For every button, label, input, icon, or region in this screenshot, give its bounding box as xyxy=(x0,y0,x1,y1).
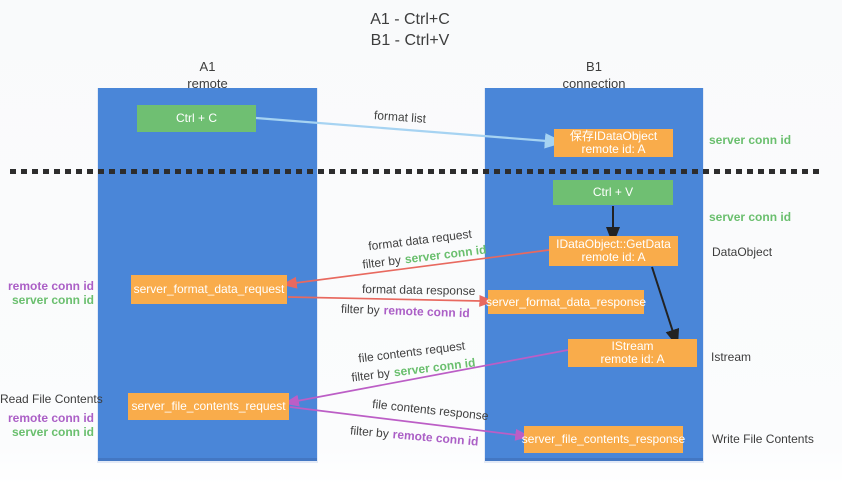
node-format-request-label: server_format_data_request xyxy=(133,282,285,296)
node-istream: IStream remote id: A xyxy=(568,339,697,367)
filter-by-text: filter by xyxy=(340,301,380,318)
lane-header-b1: B1 connection xyxy=(485,59,703,92)
lane-a1-role: remote xyxy=(187,75,228,91)
side-remote-conn-id-1: remote conn id xyxy=(7,279,94,293)
node-ctrl-c: Ctrl + C xyxy=(137,105,256,132)
dotted-separator-line xyxy=(10,169,824,174)
side-server-conn-id-top: server conn id xyxy=(709,133,792,147)
node-server-format-data-request: server_format_data_request xyxy=(131,275,287,304)
node-server-format-data-response: server_format_data_response xyxy=(485,290,647,314)
node-save-idataobject-line2: remote id: A xyxy=(581,142,646,156)
node-getdata-line2: remote id: A xyxy=(581,250,646,264)
title-line-1: A1 - Ctrl+C xyxy=(370,11,450,28)
side-dataobject: DataObject xyxy=(712,245,773,259)
side-read-file-contents: Read File Contents xyxy=(0,392,103,406)
lane-a1-name: A1 xyxy=(199,59,216,74)
label-format-data-response: format data response xyxy=(361,282,476,298)
side-server-conn-id-2: server conn id xyxy=(11,425,94,439)
side-write-file-contents: Write File Contents xyxy=(712,432,814,446)
node-ctrl-v: Ctrl + V xyxy=(553,180,673,205)
side-server-conn-id-mid: server conn id xyxy=(709,210,792,224)
node-ctrl-v-label: Ctrl + V xyxy=(592,185,634,199)
diagram-title: A1 - Ctrl+C B1 - Ctrl+V xyxy=(0,9,820,51)
node-save-idataobject: 保存IDataObject remote id: A xyxy=(554,129,673,157)
node-server-file-contents-request: server_file_contents_request xyxy=(128,393,289,420)
side-remote-conn-id-2: remote conn id xyxy=(7,411,94,425)
title-line-2: B1 - Ctrl+V xyxy=(370,32,450,50)
side-server-conn-id-1: server conn id xyxy=(11,293,94,307)
arrow-format-data-request xyxy=(281,249,550,289)
lane-header-a1: A1 remote xyxy=(98,59,317,92)
arrow-format-data-response xyxy=(287,295,495,307)
node-file-response-label: server_file_contents_response xyxy=(521,432,686,446)
node-server-file-contents-response: server_file_contents_response xyxy=(521,426,686,453)
remote-conn-id-text: remote conn id xyxy=(383,303,470,321)
arrow-getdata-to-istream xyxy=(651,266,680,348)
node-istream-line1: IStream xyxy=(611,339,654,353)
node-save-idataobject-line1: 保存IDataObject xyxy=(569,129,658,143)
node-istream-line2: remote id: A xyxy=(600,352,665,366)
lane-b1-role: connection xyxy=(562,75,626,91)
lane-b1-name: B1 xyxy=(586,59,602,74)
node-file-request-label: server_file_contents_request xyxy=(131,399,286,413)
arrow-format-list xyxy=(255,116,565,149)
node-ctrl-c-label: Ctrl + C xyxy=(175,111,217,125)
arrow-file-contents-request xyxy=(283,349,569,407)
arrow-file-contents-response xyxy=(289,406,531,441)
node-idataobject-getdata: IDataObject::GetData remote id: A xyxy=(549,236,678,266)
node-format-response-label: server_format_data_response xyxy=(485,294,647,309)
side-istream: Istream xyxy=(711,350,752,364)
